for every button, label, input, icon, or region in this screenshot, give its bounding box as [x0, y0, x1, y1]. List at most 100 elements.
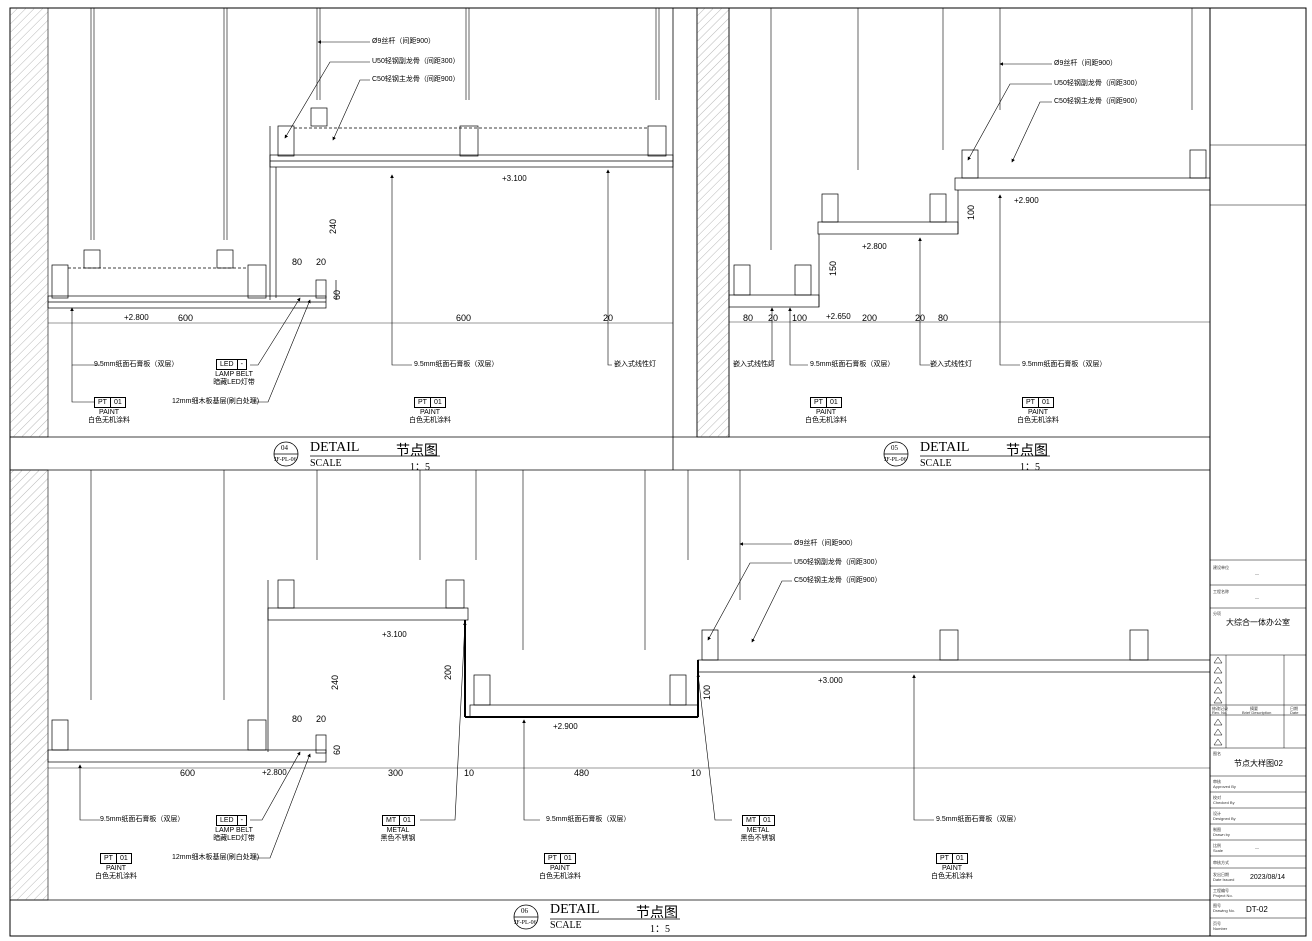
tb-scale-value: —: [1255, 845, 1259, 850]
tb-subproject-value: 大综合一体办公室: [1226, 618, 1290, 627]
detail-04-number: 04: [281, 444, 288, 452]
detail-04-scale-label: SCALE: [310, 458, 342, 469]
tb-date-label: 日期: [1290, 706, 1298, 711]
detail-05-dim: 150: [828, 260, 838, 276]
detail-06-dim: 80: [292, 714, 303, 724]
detail-06-callout-c50: C50轻钢主龙骨（间距900）: [794, 577, 882, 584]
detail-04-dim: 80: [292, 257, 303, 267]
tb-drawing-title-value: 节点大样图02: [1234, 759, 1283, 768]
tb-drawing-no-label: 图号: [1213, 903, 1221, 908]
detail-05-scale-label: SCALE: [920, 458, 952, 469]
detail-05-dim: 80: [938, 313, 949, 323]
detail-04-title-cn: 节点图: [396, 444, 438, 459]
detail-06-level: +3.000: [818, 676, 843, 685]
tb-scale-sub: Scale: [1213, 848, 1224, 853]
tb-project-no-label: 工程编号: [1213, 888, 1229, 893]
detail-05-callout-rod: Ø9丝杆（间距900）: [1054, 60, 1118, 67]
tb-client-value: —: [1255, 571, 1259, 576]
detail-06-note: 9.5mm纸面石膏板（双层）: [546, 816, 631, 823]
detail-06-number: 06: [521, 907, 528, 915]
tb-desc-label: 摘要: [1250, 706, 1258, 711]
detail-06-dim: 100: [702, 684, 712, 700]
detail-05-note: 9.5mm纸面石膏板（双层）: [1022, 361, 1107, 368]
detail-06-dim: 10: [691, 768, 702, 778]
detail-04-ref: JF-PL-06: [274, 457, 297, 463]
detail-04-dim: 20: [316, 257, 327, 267]
tb-project-label: 工程名称: [1213, 589, 1229, 594]
detail-04-note: 9.5mm纸面石膏板（双层）: [414, 361, 499, 368]
detail-05-dim: 80: [743, 313, 754, 323]
tb-page-sub: Number: [1213, 926, 1228, 931]
detail-05-callout-u50: U50轻钢副龙骨（间距300）: [1054, 80, 1142, 87]
tb-desc-sub: Brief Description: [1242, 710, 1272, 715]
detail-04-dim: 240: [328, 218, 338, 234]
wall-hatch-06: [9, 469, 49, 901]
detail-06-note: 9.5mm纸面石膏板（双层）: [936, 816, 1021, 823]
detail-05-note: 嵌入式线性灯: [930, 361, 972, 368]
tb-project-value: —: [1255, 595, 1259, 600]
detail-05-level: +2.900: [1014, 196, 1039, 205]
detail-04-dim: 60: [332, 289, 342, 300]
detail-06-dim: 10: [464, 768, 475, 778]
detail-06-scale: 1：5: [650, 924, 670, 935]
detail-06-note: 12mm细木板基层(刷白处理): [172, 854, 260, 861]
detail-05-dim: 20: [915, 313, 926, 323]
detail-04-level-lower: +2.800: [124, 313, 149, 322]
detail-05-number: 05: [891, 444, 898, 452]
tb-date-issue-label: 发出日期: [1213, 872, 1229, 877]
detail-06-dim: 240: [330, 674, 340, 690]
tb-date-sub: Date: [1290, 710, 1299, 715]
detail-06-dim: 480: [574, 768, 590, 778]
tb-approved-label: 审核: [1213, 779, 1221, 784]
detail-04-scale: 1：5: [410, 462, 430, 473]
tb-rev-sub: Rev. No.: [1212, 710, 1228, 715]
detail-05-level: +2.800: [862, 242, 887, 251]
tb-date-issue-sub: Date Issued: [1213, 877, 1235, 882]
detail-04-note: 12mm细木板基层(刷白处理): [172, 398, 260, 405]
detail-04-dim: 600: [178, 313, 194, 323]
detail-04-title: DETAIL: [310, 440, 360, 455]
tb-approved-sub: Approved By: [1213, 784, 1236, 789]
detail-05-note: 嵌入式线性灯: [733, 361, 775, 368]
tb-scale-label: 比例: [1213, 843, 1221, 848]
detail-05-dim: 100: [792, 313, 808, 323]
tb-rev-label: 修改记录: [1212, 706, 1228, 711]
wall-hatch-04: [9, 7, 49, 438]
tb-designed-sub: Designed By: [1213, 816, 1236, 821]
detail-06-level: +2.900: [553, 722, 578, 731]
detail-06-tag-led: LED-: [216, 815, 247, 826]
detail-06-drawing: [47, 470, 1211, 769]
detail-04-callout-u50: U50轻钢副龙骨（间距300）: [372, 58, 460, 65]
tb-drawing-no-value: DT-02: [1246, 905, 1268, 914]
detail-04-note: 9.5mm纸面石膏板（双层）: [94, 361, 179, 368]
detail-06-dim: 300: [388, 768, 404, 778]
tb-drawing-title-label: 图名: [1213, 751, 1221, 756]
detail-05-note: 9.5mm纸面石膏板（双层）: [810, 361, 895, 368]
detail-05-scale: 1：5: [1020, 462, 1040, 473]
tb-subproject-label: 分项: [1213, 611, 1221, 616]
detail-06-level: +3.100: [382, 630, 407, 639]
detail-06-scale-label: SCALE: [550, 920, 582, 931]
detail-06-callout-rod: Ø9丝杆（间距900）: [794, 540, 858, 547]
tb-designed-label: 设计: [1213, 811, 1221, 816]
wall-hatch-05: [696, 7, 730, 438]
detail-05-ref: JF-PL-06: [884, 457, 907, 463]
detail-04-callout-c50: C50轻钢主龙骨（间距900）: [372, 76, 460, 83]
detail-06-title-cn: 节点图: [636, 906, 678, 921]
detail-06-dim: 200: [443, 664, 453, 680]
tb-drawn-label: 制图: [1213, 827, 1221, 832]
